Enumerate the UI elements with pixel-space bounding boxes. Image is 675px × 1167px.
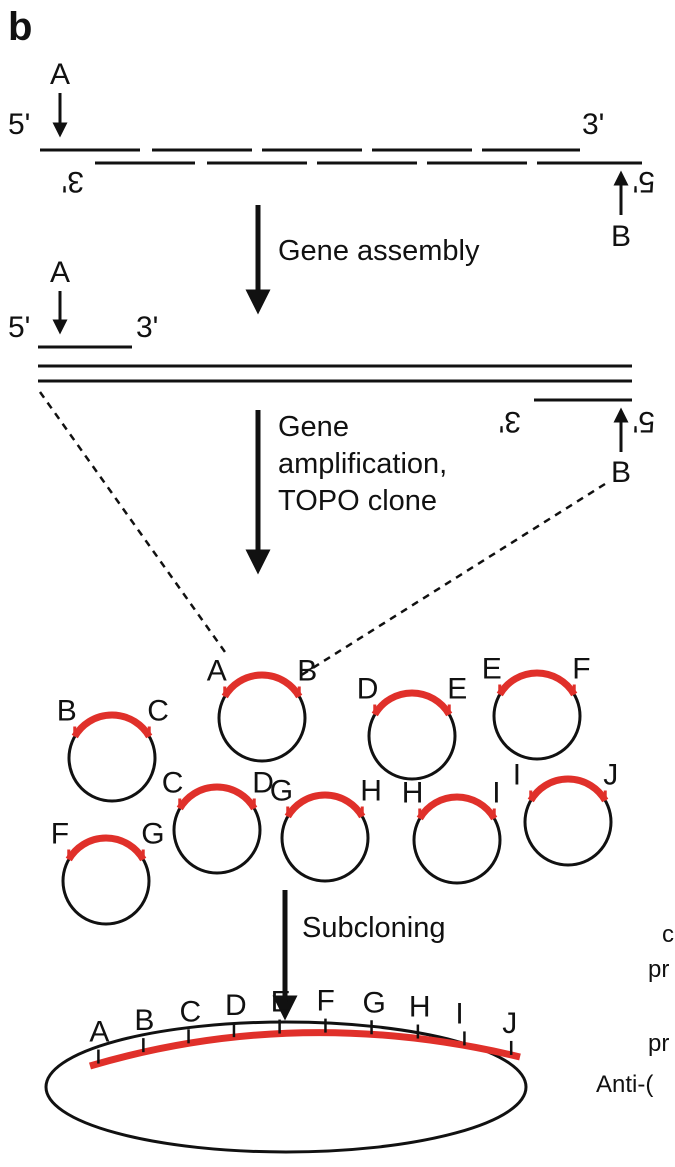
final-site-label: F [316, 985, 334, 1018]
five-prime-label-2: 5' [8, 311, 30, 344]
site-label-left: D [357, 673, 379, 706]
five-prime-label: 5' [8, 108, 30, 141]
three-prime-label: 3' [582, 108, 604, 141]
site-label-right: H [360, 775, 382, 808]
final-site-label: D [225, 989, 247, 1022]
final-site-label: A [89, 1016, 109, 1049]
five-prime-flipped-label: 5' [633, 165, 655, 198]
site-label-right: E [447, 673, 467, 706]
insert-arc [527, 775, 609, 803]
site-label-left: B [57, 695, 77, 728]
amplification-step-line2: amplification, [278, 448, 447, 480]
site-label-left: E [482, 653, 502, 686]
zoom-line-left [38, 391, 227, 653]
amplification-step-line1: Gene [278, 411, 349, 443]
site-label-left: H [402, 777, 424, 810]
site-label-left: I [513, 759, 521, 792]
three-prime-label-2: 3' [136, 311, 158, 344]
insert-arc [284, 791, 366, 819]
site-label-right: C [147, 695, 169, 728]
five-prime-flipped-label-2: 5' [633, 405, 655, 438]
cutoff-text-2: pr [648, 956, 669, 983]
final-plasmid-ellipse [44, 1020, 528, 1154]
final-site-label: E [271, 986, 291, 1019]
final-site-label: G [363, 986, 386, 1019]
panel-label: b [8, 5, 32, 49]
insert-arc [371, 689, 453, 717]
final-site-label: I [455, 997, 463, 1030]
insert-arc [416, 793, 498, 821]
three-prime-flipped-label-2: 3' [499, 405, 521, 438]
primer-b-label-2: B [611, 456, 631, 489]
final-site-label: J [502, 1007, 517, 1040]
cutoff-text-3: pr [648, 1030, 669, 1057]
site-label-left: F [51, 818, 69, 851]
final-insert-arc [89, 1029, 521, 1070]
insert-arc [221, 671, 303, 699]
insert-arc [496, 669, 578, 697]
subcloning-step-label: Subcloning [302, 912, 446, 944]
assembled-gene: A 5' 3' 3' 5' B [8, 256, 655, 489]
site-label-left: G [270, 775, 293, 808]
site-label-right: J [603, 759, 618, 792]
amplification-step-line3: TOPO clone [278, 485, 437, 517]
final-site-label: C [180, 995, 202, 1028]
site-label-right: B [297, 655, 317, 688]
zoom-line-right [299, 482, 606, 678]
cutoff-text-1: c [662, 921, 674, 948]
site-label-right: G [141, 818, 164, 851]
primer-b-label: B [611, 220, 631, 253]
oligo-set: A 5' 3' 3' 5' B [8, 58, 655, 253]
primer-a-label: A [50, 58, 70, 91]
insert-arc [65, 834, 147, 862]
site-label-right: D [252, 767, 274, 800]
cutoff-text-4: Anti-( [596, 1071, 653, 1098]
insert-arc [176, 783, 258, 811]
site-label-left: A [207, 655, 227, 688]
assembly-step-label: Gene assembly [278, 235, 480, 267]
final-site-label: B [134, 1004, 154, 1037]
site-label-right: F [572, 653, 590, 686]
site-label-left: C [162, 767, 184, 800]
final-site-label: H [409, 991, 431, 1024]
primer-a-label-2: A [50, 256, 70, 289]
insert-arc [71, 711, 153, 739]
site-label-right: I [492, 777, 500, 810]
three-prime-flipped-label: 3' [62, 165, 84, 198]
